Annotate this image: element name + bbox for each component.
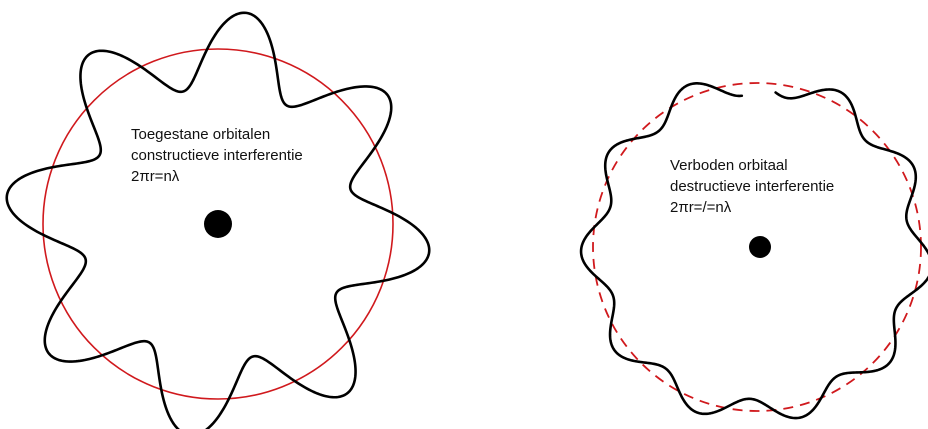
forbidden-label-line3: 2πr=/=nλ (670, 199, 732, 216)
forbidden-nucleus (749, 236, 771, 258)
forbidden-orbital-panel: Verboden orbitaal destructieve interfere… (581, 83, 928, 418)
forbidden-label-line1: Verboden orbitaal (670, 157, 788, 174)
forbidden-label-line2: destructieve interferentie (670, 178, 834, 195)
allowed-orbital-panel: Toegestane orbitalen constructieve inter… (7, 13, 429, 429)
allowed-label-line1: Toegestane orbitalen (131, 126, 270, 143)
allowed-label-line2: constructieve interferentie (131, 147, 303, 164)
allowed-label-line3: 2πr=nλ (131, 168, 180, 185)
allowed-nucleus (204, 210, 232, 238)
